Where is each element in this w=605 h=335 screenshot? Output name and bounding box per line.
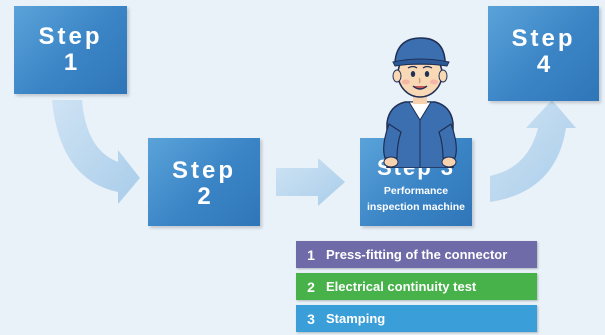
process-3-number: 3 [307, 310, 315, 327]
arrow-step1-to-step2 [52, 100, 140, 204]
step-3-subtitle-line2: inspection machine [366, 201, 466, 213]
step-4-word: Step [511, 25, 576, 52]
process-item-3: 3 Stamping [296, 305, 537, 332]
worker-icon [383, 37, 457, 168]
step-1-number: 1 [63, 49, 78, 76]
process-1-label: Press-fitting of the connector [326, 247, 508, 262]
step-1-box: Step 1 [14, 6, 127, 94]
process-3-label: Stamping [326, 311, 386, 326]
step-2-word: Step [171, 157, 236, 184]
step-2-box: Step 2 [148, 138, 260, 226]
step-2-number: 2 [197, 183, 211, 210]
process-2-number: 2 [307, 278, 315, 295]
process-1-number: 1 [307, 246, 315, 263]
arrow-step2-to-step3 [276, 158, 345, 206]
arrow-step3-to-step4 [490, 100, 576, 202]
process-item-2: 2 Electrical continuity test [296, 273, 537, 300]
step-3-box: Step 3 Performance inspection machine [360, 138, 472, 226]
step-1-word: Step [38, 23, 103, 50]
step-4-number: 4 [536, 51, 551, 78]
process-item-1: 1 Press-fitting of the connector [296, 241, 537, 268]
step-3-subtitle-line1: Performance [383, 185, 449, 197]
step-4-box: Step 4 [488, 6, 599, 101]
process-2-label: Electrical continuity test [326, 279, 477, 294]
